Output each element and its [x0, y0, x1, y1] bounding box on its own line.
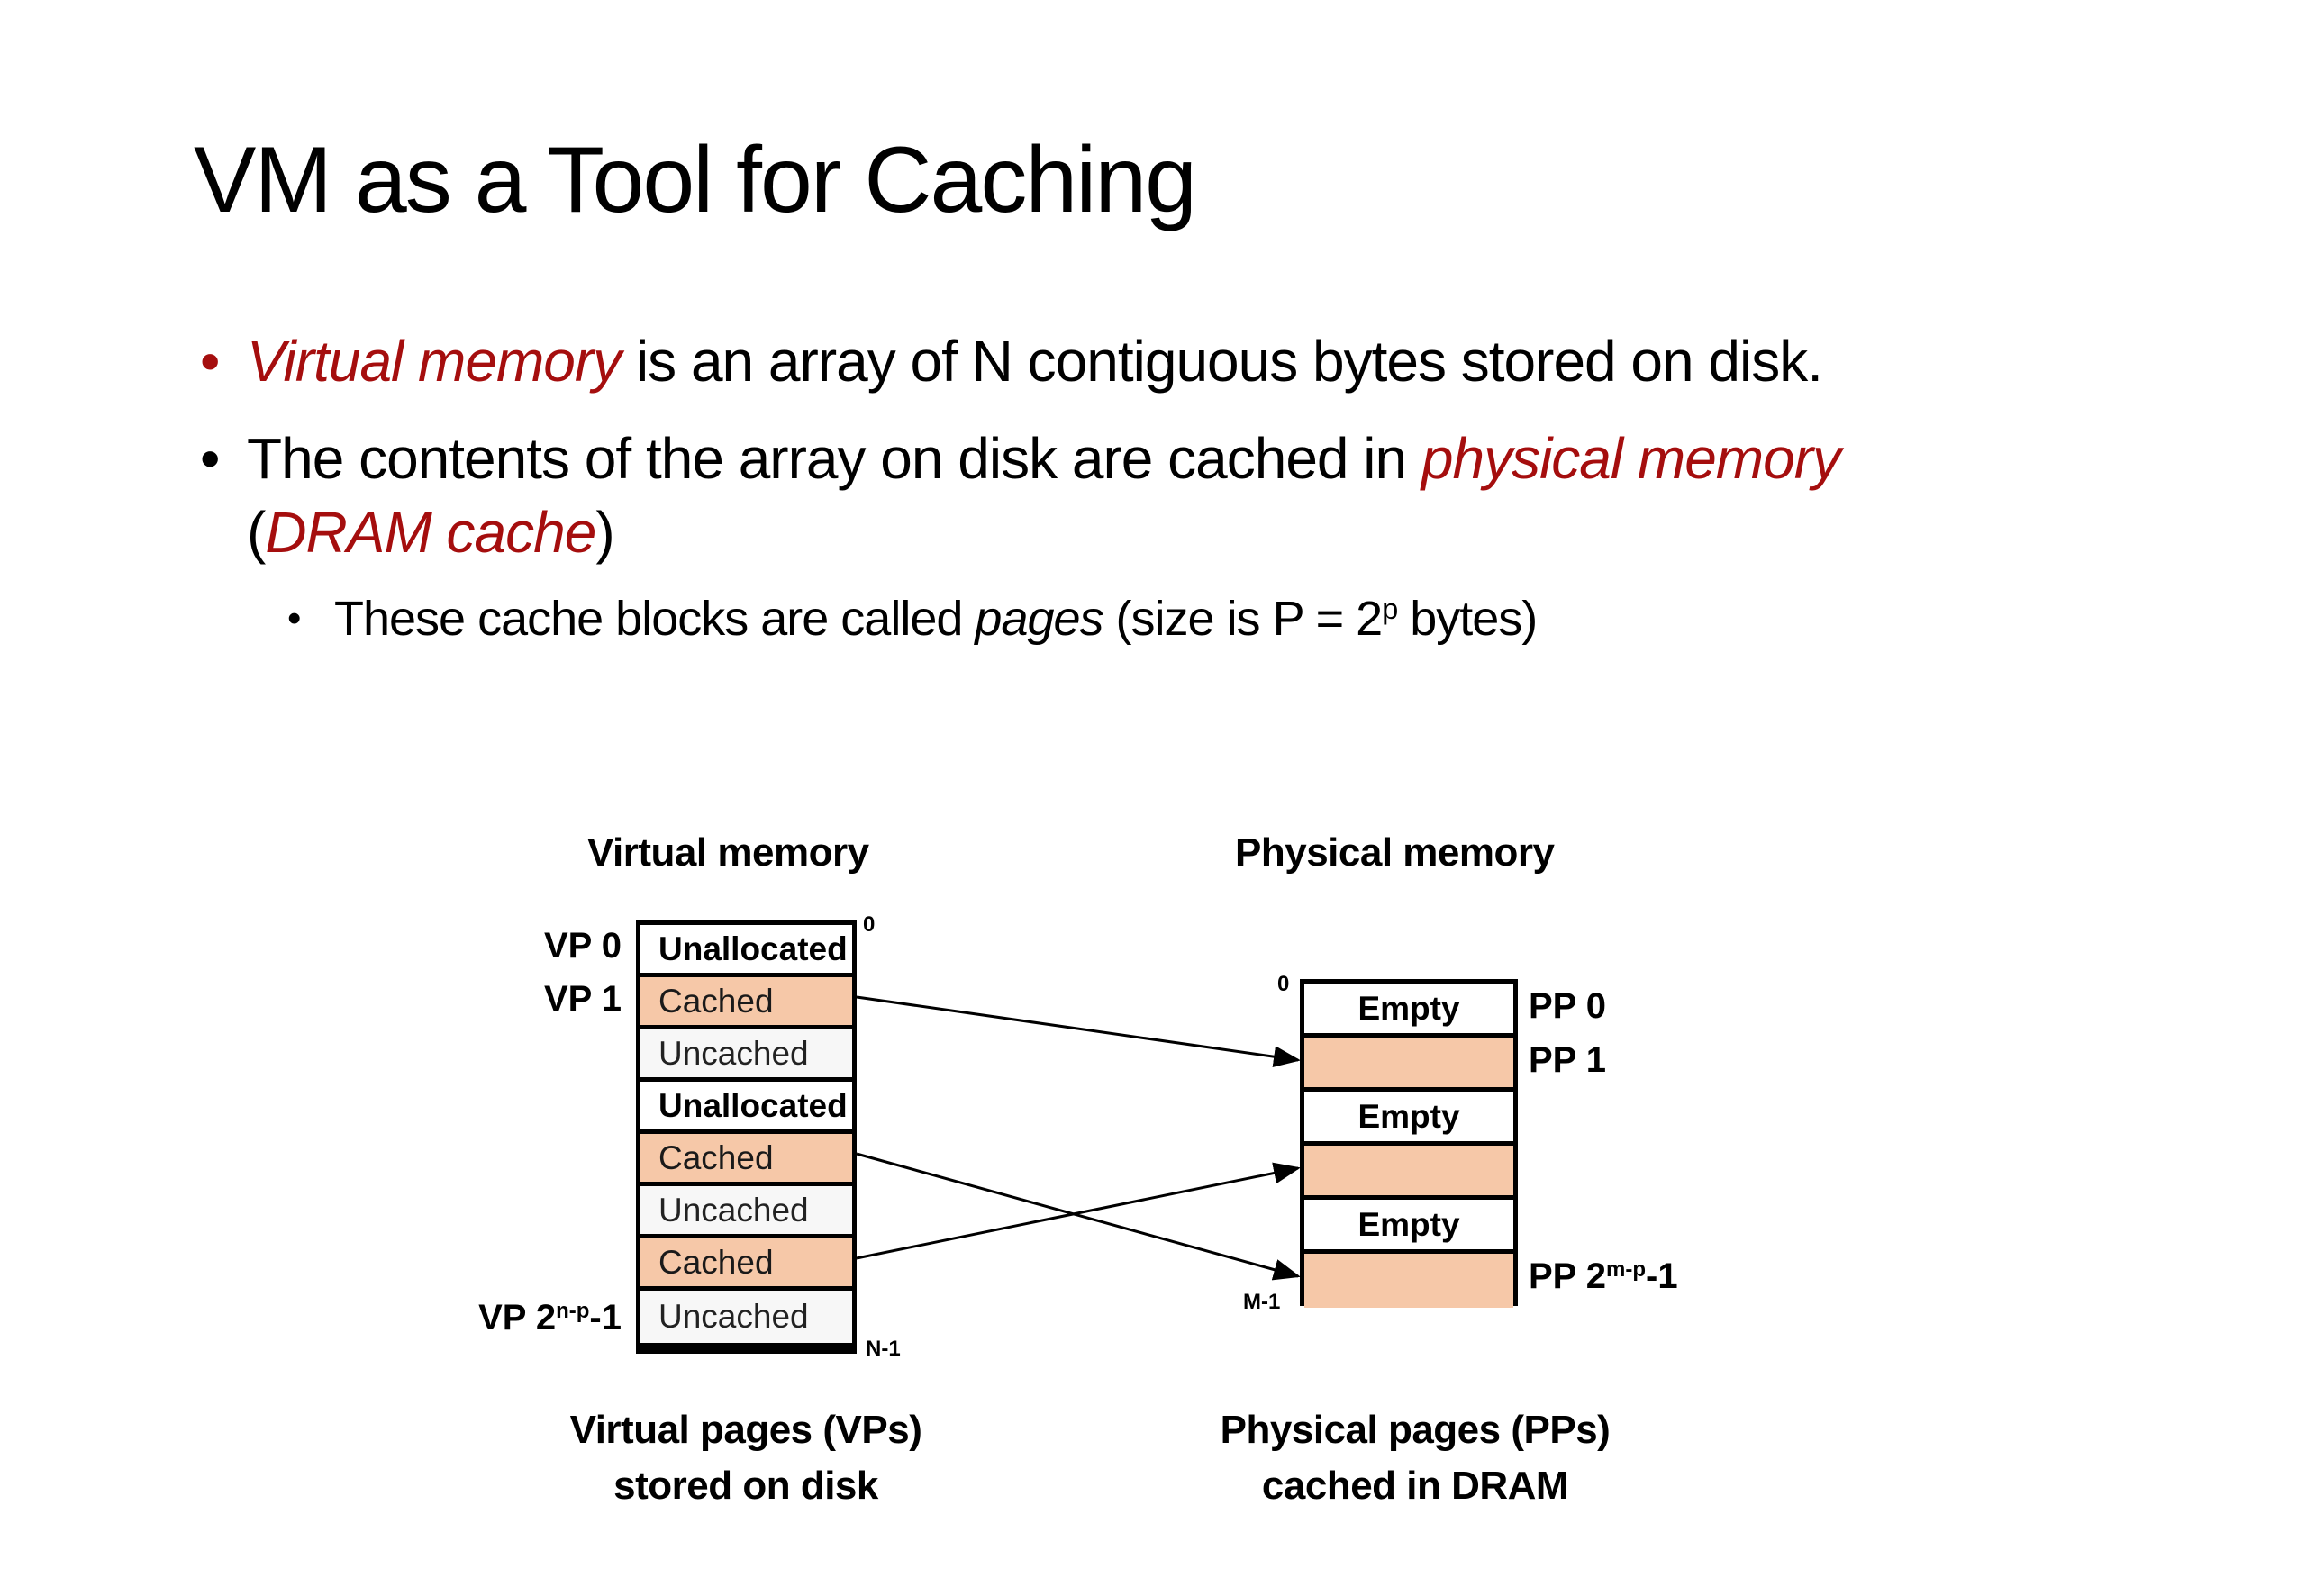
paren-close: ): [595, 500, 614, 565]
vm-caption-line1: Virtual pages (VPs): [569, 1408, 922, 1452]
pm-row-empty: Empty: [1304, 1200, 1513, 1254]
vp-label: VP 1: [544, 979, 622, 1019]
physical-memory-heading: Physical memory: [1235, 830, 1555, 875]
pp-label: PP 2m-p-1: [1529, 1256, 1678, 1296]
vp-label: VP 0: [544, 926, 622, 966]
pp-label: PP 1: [1529, 1040, 1606, 1080]
vm-row-cached: Cached: [640, 977, 852, 1029]
mapping-arrow-3: [856, 1162, 1301, 1260]
pp-label: PP 0: [1529, 986, 1606, 1026]
paren-open: (: [247, 500, 266, 565]
pm-row-empty: Empty: [1304, 984, 1513, 1038]
vm-bottom-address: N-1: [866, 1337, 901, 1361]
vm-row-cached: Cached: [640, 1134, 852, 1186]
vm-row-uncached: Uncached: [640, 1186, 852, 1238]
pm-caption-line2: cached in DRAM: [1261, 1464, 1569, 1508]
mapping-arrow-2: [856, 1152, 1301, 1281]
vm-row-uncached: Uncached: [640, 1291, 852, 1343]
bullet-list: • Virtual memory is an array of N contig…: [200, 324, 2092, 650]
vm-caption: Virtual pages (VPs) stored on disk: [476, 1402, 1016, 1514]
term-dram-cache: DRAM cache: [265, 500, 596, 565]
bullet-2-text: The contents of the array on disk are ca…: [247, 426, 1421, 491]
pm-row-empty: Empty: [1304, 1092, 1513, 1146]
mapping-arrow-1: [856, 995, 1301, 1068]
vm-row-uncached: Uncached: [640, 1029, 852, 1082]
pm-top-address: 0: [1277, 972, 1290, 996]
term-virtual-memory: Virtual memory: [247, 329, 622, 394]
label-exponent: m-p: [1606, 1256, 1646, 1282]
sub-bullet-text-2: (size is P = 2: [1103, 592, 1384, 646]
sub-bullet-1: • These cache blocks are called pages (s…: [287, 587, 2092, 650]
sub-bullet-text-3: bytes): [1397, 592, 1538, 646]
label-exponent: n-p: [556, 1298, 590, 1323]
virtual-memory-heading: Virtual memory: [587, 830, 869, 875]
bullet-dot: •: [200, 329, 220, 394]
pm-row-cached: [1304, 1038, 1513, 1092]
bullet-2: • The contents of the array on disk are …: [200, 422, 2092, 569]
bullet-dot: •: [287, 596, 301, 640]
vm-row-unallocated: Unallocated: [640, 1082, 852, 1134]
vm-row-cached: Cached: [640, 1238, 852, 1291]
pm-row-cached: [1304, 1254, 1513, 1308]
term-pages: pages: [975, 592, 1103, 646]
vp-label: VP 2n-p-1: [478, 1298, 622, 1338]
slide-title: VM as a Tool for Caching: [194, 128, 1197, 232]
pm-bottom-address: M-1: [1243, 1290, 1281, 1314]
bullet-1: • Virtual memory is an array of N contig…: [200, 324, 2092, 398]
exponent-p: p: [1382, 593, 1398, 626]
vm-top-address: 0: [863, 912, 876, 937]
pm-caption: Physical pages (PPs) cached in DRAM: [1145, 1402, 1685, 1514]
vm-caption-line2: stored on disk: [613, 1464, 878, 1508]
sub-bullet-text-1: These cache blocks are called: [334, 592, 976, 646]
pm-row-cached: [1304, 1146, 1513, 1200]
bullet-dot: •: [200, 426, 220, 491]
vm-row-unallocated: Unallocated: [640, 925, 852, 977]
pm-caption-line1: Physical pages (PPs): [1220, 1408, 1611, 1452]
term-physical-memory: physical memory: [1421, 426, 1841, 491]
bullet-1-text: is an array of N contiguous bytes stored…: [621, 329, 1823, 394]
